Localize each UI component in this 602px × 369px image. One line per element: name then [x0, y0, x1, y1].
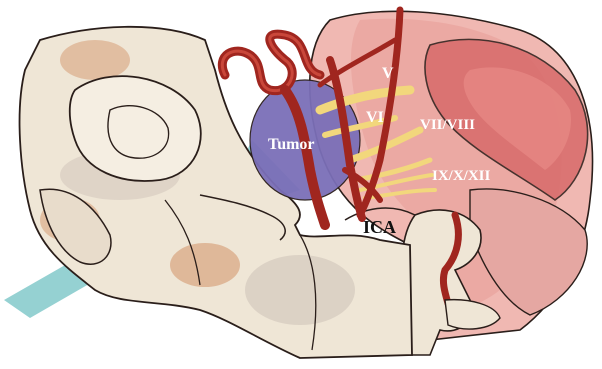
label-cn-vii-viii: VII/VIII: [420, 117, 475, 133]
label-ica: ICA: [363, 217, 396, 237]
label-cn-vi: VI: [366, 109, 384, 126]
label-tumor: Tumor: [268, 136, 315, 153]
bone-stain-1: [60, 40, 130, 80]
label-cn-ix-x-xii: IX/X/XII: [432, 168, 491, 184]
label-cn-v: V: [382, 65, 394, 82]
bone-stain-4: [170, 243, 240, 287]
bone-shadow-1: [245, 255, 355, 325]
